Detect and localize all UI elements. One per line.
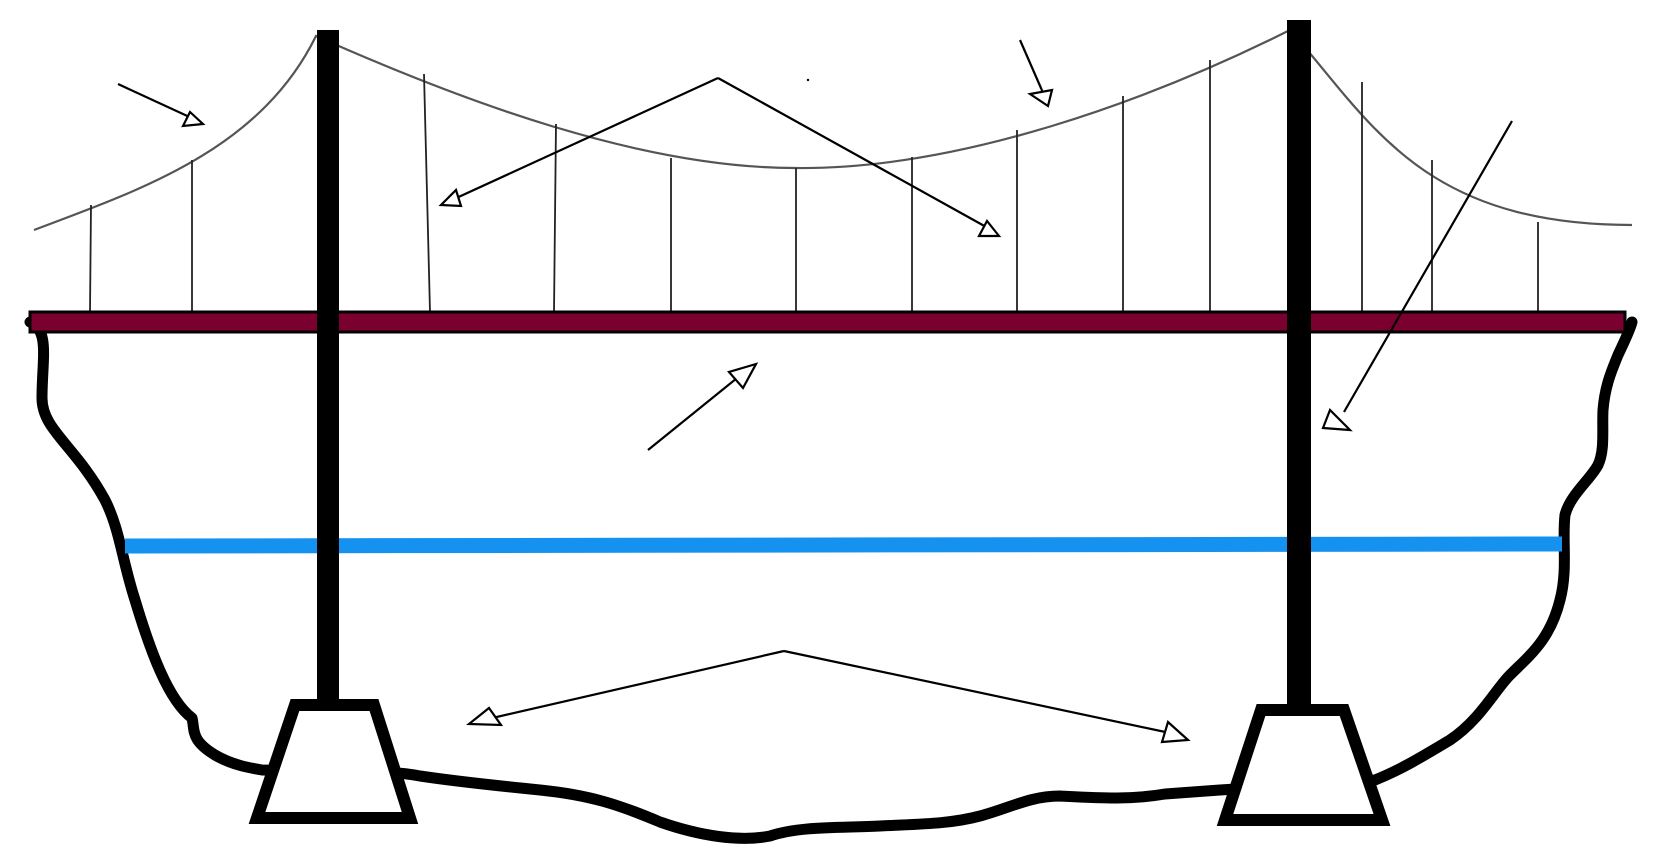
tower-left xyxy=(317,30,339,710)
gorge-outline xyxy=(24,316,1638,844)
arrowhead xyxy=(727,362,759,390)
hanger xyxy=(553,123,557,313)
pointer-arrow xyxy=(717,77,989,229)
hanger xyxy=(89,204,92,313)
hanger xyxy=(423,73,431,313)
speck xyxy=(806,78,810,82)
arrowhead xyxy=(977,219,1002,238)
arrowhead xyxy=(465,706,504,727)
pointer-arrow xyxy=(487,649,785,721)
pointer-arrows xyxy=(117,39,1513,744)
arrowhead xyxy=(1321,408,1353,432)
pointer-arrow xyxy=(647,373,743,451)
water-line xyxy=(124,536,1563,554)
bridge-deck xyxy=(28,310,1627,334)
pointer-arrow xyxy=(451,77,719,201)
arrowhead xyxy=(1027,88,1054,108)
tower-right xyxy=(1287,20,1311,720)
pointer-arrow xyxy=(117,83,197,121)
pointer-arrow xyxy=(1343,120,1513,413)
arrowhead xyxy=(438,187,463,208)
arrowhead xyxy=(181,110,206,128)
arrowhead xyxy=(1160,720,1191,744)
foundation-right xyxy=(1216,704,1391,826)
pointer-arrow xyxy=(1018,39,1046,96)
pointer-arrow xyxy=(783,649,1171,735)
main-cable xyxy=(33,28,1633,232)
hangers xyxy=(89,60,1539,313)
foundation-left xyxy=(248,699,419,824)
